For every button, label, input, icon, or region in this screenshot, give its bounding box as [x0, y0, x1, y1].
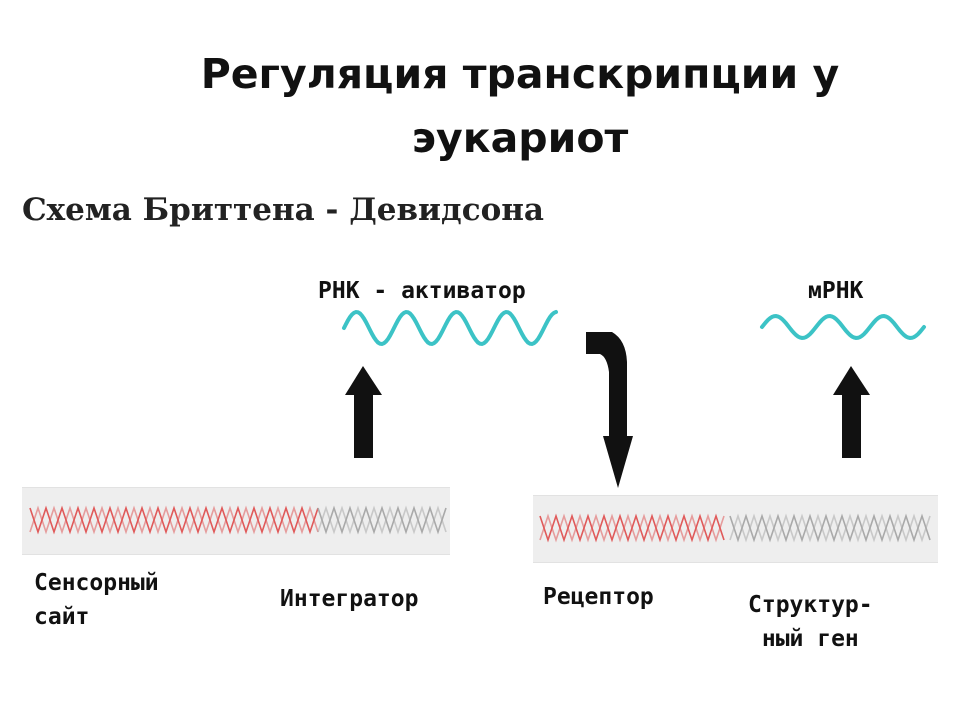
sensor-site-label: Сенсорный сайт: [34, 566, 159, 634]
sensor-site-dna-strand: [29, 505, 319, 535]
structural-gene-label-line2: ный ген: [761, 626, 859, 652]
rna-activator-wave: [342, 309, 558, 347]
down-arrow-receptor: [586, 332, 633, 488]
page-title: Регуляция транскрипции у эукариот: [200, 50, 840, 162]
sensor-site-label-line1: Сенсорный: [34, 570, 159, 596]
rna-activator-label: РНК - активатор: [318, 278, 526, 304]
up-arrow-integrator: [345, 366, 382, 458]
structural-gene-label-line1: Структур-: [748, 592, 873, 618]
structural-gene-dna-strand: [729, 513, 931, 543]
diagram-subtitle: Схема Бриттена - Девидсона: [22, 192, 545, 228]
sensor-site-label-line2: сайт: [34, 604, 90, 630]
mrna-wave: [760, 313, 926, 341]
integrator-label: Интегратор: [280, 586, 419, 612]
receptor-label: Рецептор: [543, 584, 654, 610]
receptor-dna-strand: [539, 513, 725, 543]
sensor-site-dna: [29, 505, 319, 535]
integrator-dna-strand: [317, 505, 447, 535]
integrator-dna: [317, 505, 447, 535]
mrna-label: мРНК: [808, 278, 864, 304]
structural-gene-label: Структур- ный ген: [748, 588, 873, 656]
up-arrow-structural-gene: [833, 366, 870, 458]
